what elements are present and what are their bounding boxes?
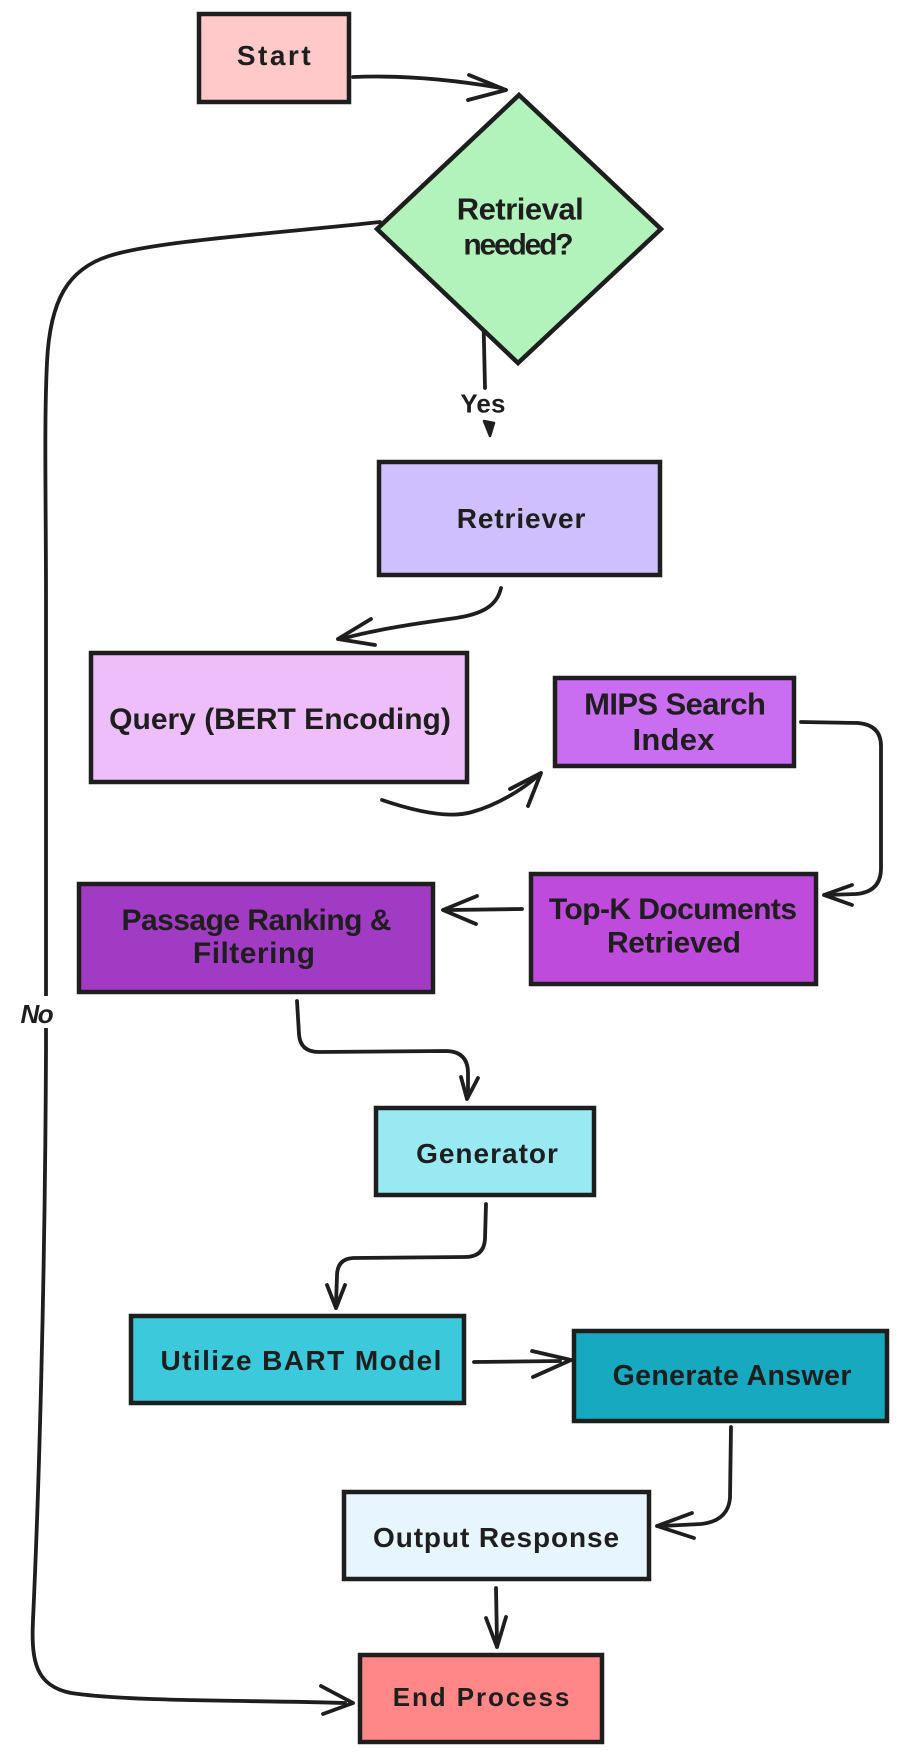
svg-text:Start: Start [237, 40, 313, 71]
svg-text:needed?: needed? [463, 229, 572, 262]
svg-text:Top-K Documents: Top-K Documents [549, 893, 797, 926]
svg-text:Retriever: Retriever [457, 503, 587, 534]
svg-text:Generator: Generator [416, 1138, 559, 1169]
svg-text:Passage Ranking &: Passage Ranking & [121, 904, 390, 937]
svg-text:Yes: Yes [460, 389, 505, 419]
svg-text:Retrieval: Retrieval [457, 192, 583, 227]
svg-text:Retrieved: Retrieved [607, 927, 741, 960]
svg-text:Query (BERT Encoding): Query (BERT Encoding) [109, 703, 451, 736]
svg-text:MIPS Search: MIPS Search [584, 687, 765, 722]
svg-text:Filtering: Filtering [193, 937, 316, 970]
svg-text:Utilize BART Model: Utilize BART Model [160, 1345, 442, 1376]
svg-text:No: No [20, 999, 53, 1029]
svg-text:Index: Index [632, 722, 715, 757]
svg-text:Generate Answer: Generate Answer [613, 1360, 852, 1392]
svg-text:Output Response: Output Response [373, 1522, 620, 1553]
svg-text:End Process: End Process [393, 1682, 571, 1712]
